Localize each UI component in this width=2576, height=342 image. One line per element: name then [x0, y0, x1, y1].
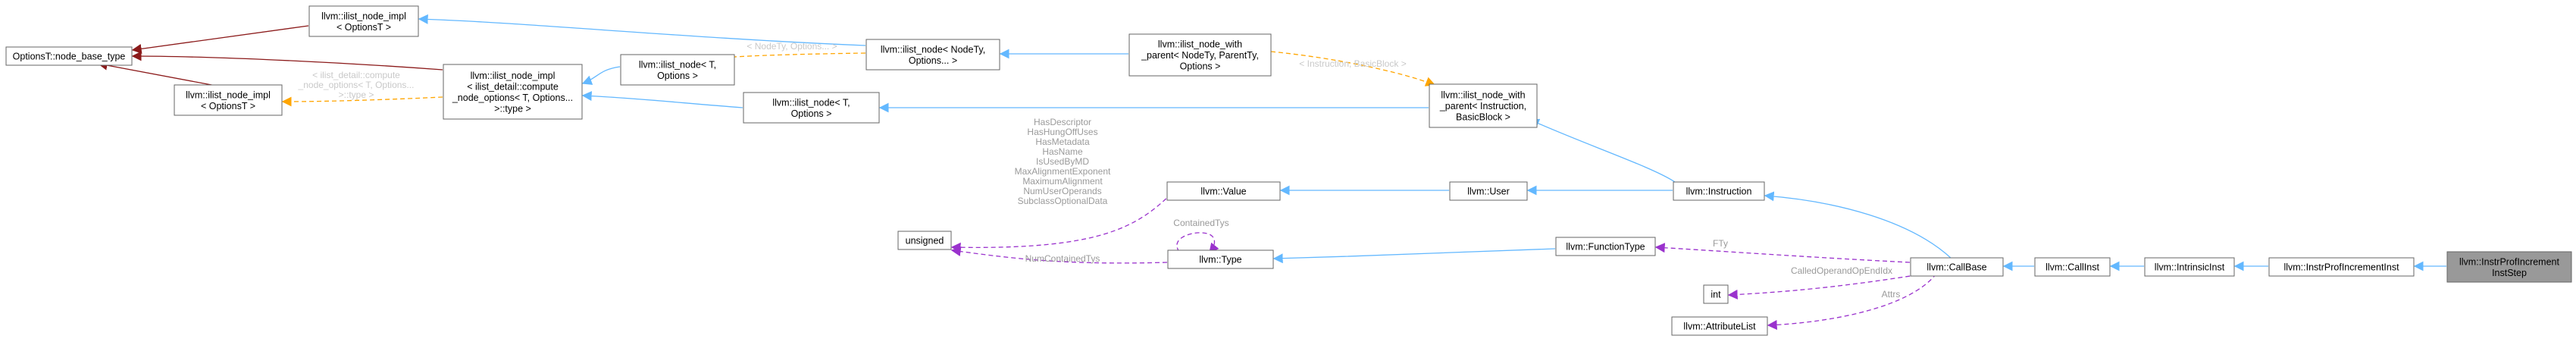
node-label-line: llvm::InstrProfIncrement [2459, 256, 2560, 267]
node-label-line: llvm::Value [1200, 187, 1246, 197]
node-label-line: _parent< NodeTy, ParentTy, [1141, 50, 1259, 61]
node-label-line: _parent< Instruction, [1439, 101, 1526, 111]
node-label-line: llvm::AttributeList [1683, 322, 1756, 332]
node-ilist-node-impl-compute[interactable]: llvm::ilist_node_impl< ilist_detail::com… [443, 64, 583, 120]
edge-callbase-to-instruction [1764, 191, 1952, 259]
edge-label-value-unsigned: IsUsedByMD [1036, 156, 1089, 167]
edge-label-compute-to-low: _node_options< T, Options... [298, 80, 415, 90]
edge-label-nodety-to-T: < NodeTy, Options... > [747, 41, 837, 52]
edge-label-type-self: ContainedTys [1173, 218, 1229, 228]
node-call-inst[interactable]: llvm::CallInst [2034, 257, 2111, 277]
edge-type-to-unsigned [950, 246, 1168, 264]
edge-type-self-loop [1176, 232, 1219, 254]
edge-label-compute-to-low: < ilist_detail::compute [312, 70, 400, 80]
node-instr-prof-increment-inst[interactable]: llvm::InstrProfIncrementInst [2268, 257, 2415, 277]
node-int[interactable]: int [1703, 284, 1729, 304]
node-unsigned[interactable]: unsigned [897, 231, 952, 250]
node-label-line: llvm::ilist_node< T, [639, 59, 716, 70]
edge-callbase-to-int [1727, 273, 1926, 300]
node-options-base[interactable]: OptionsT::node_base_type [5, 46, 133, 66]
edge-parent-generic-to-parent-inst [1270, 51, 1436, 86]
edge-label-value-unsigned: MaximumAlignment [1022, 176, 1103, 187]
edge-label-value-unsigned: NumUserOperands [1023, 186, 1101, 196]
node-label-line: InstStep [2492, 268, 2527, 278]
edge-impl-compute-to-base [131, 51, 443, 71]
node-ilist-node-with-parent-generic[interactable]: llvm::ilist_node_with_parent< NodeTy, Pa… [1128, 33, 1272, 77]
edge-callbase-to-function-type [1654, 243, 1911, 263]
node-instruction[interactable]: llvm::Instruction [1673, 181, 1765, 201]
edge-label-value-unsigned: HasDescriptor [1034, 117, 1091, 127]
edge-nodety-to-T-options [684, 52, 866, 64]
node-label-line: llvm::IntrinsicInst [2155, 262, 2225, 273]
node-label-line: Options... > [909, 55, 957, 66]
node-label-line: llvm::ilist_node_impl [186, 89, 271, 100]
edge-label-called-operand: CalledOperandOpEndIdx [1791, 265, 1892, 276]
edge-instruction-to-parent-inst [1529, 118, 1676, 183]
node-label-line: llvm::User [1467, 187, 1510, 197]
node-ilist-node-impl-low[interactable]: llvm::ilist_node_impl< OptionsT > [174, 84, 283, 116]
node-label-line: llvm::ilist_node_with [1441, 90, 1525, 101]
edge-value-to-unsigned [950, 193, 1172, 253]
edge-T-options-top-to-impl-compute [581, 66, 621, 85]
node-attribute-list[interactable]: llvm::AttributeList [1671, 316, 1768, 336]
edge-label-type-unsigned: NumContainedTys [1025, 253, 1100, 264]
edge-impl-low-to-base [97, 60, 221, 87]
node-label-line: llvm::ilist_node< NodeTy, [881, 44, 985, 55]
node-ilist-node-T-options-top[interactable]: llvm::ilist_node< T,Options > [620, 54, 735, 86]
node-value[interactable]: llvm::Value [1166, 181, 1281, 201]
node-call-base[interactable]: llvm::CallBase [1910, 257, 2004, 277]
node-user[interactable]: llvm::User [1449, 181, 1528, 201]
node-label-line: BasicBlock > [1456, 112, 1510, 123]
node-label-line: < OptionsT > [201, 101, 255, 111]
node-intrinsic-inst[interactable]: llvm::IntrinsicInst [2144, 257, 2235, 277]
edge-T-options-low-to-impl-compute [581, 91, 743, 108]
node-label-line: llvm::CallInst [2045, 262, 2099, 273]
node-label-line: >::type > [494, 103, 531, 114]
node-label-line: llvm::ilist_node_with [1158, 39, 1242, 50]
edge-nodety-to-impl-top [418, 14, 866, 46]
node-label-line: llvm::ilist_node< T, [772, 97, 850, 108]
edge-label-inst-bb: < Instruction, BasicBlock > [1299, 58, 1406, 69]
node-label-line: Options > [791, 108, 832, 119]
node-function-type[interactable]: llvm::FunctionType [1555, 237, 1656, 256]
edge-label-value-unsigned: HasName [1042, 146, 1083, 157]
node-label-line: Options > [657, 71, 698, 81]
node-ilist-node-impl-top[interactable]: llvm::ilist_node_impl< OptionsT > [308, 5, 419, 37]
node-label-line: _node_options< T, Options... [452, 93, 573, 103]
edge-function-type-to-type [1272, 248, 1556, 264]
node-label-line: llvm::FunctionType [1566, 242, 1645, 253]
node-label-line: unsigned [906, 236, 944, 246]
node-label-line: OptionsT::node_base_type [13, 52, 126, 62]
node-ilist-node-with-parent-inst[interactable]: llvm::ilist_node_with_parent< Instructio… [1429, 83, 1538, 128]
node-label-line: llvm::ilist_node_impl [471, 71, 556, 81]
edge-label-value-unsigned: SubclassOptionalData [1018, 196, 1108, 206]
node-label-line: llvm::Type [1199, 255, 1241, 265]
node-ilist-node-nodety[interactable]: llvm::ilist_node< NodeTy,Options... > [865, 39, 1000, 71]
node-label-line: < ilist_detail::compute [467, 81, 559, 92]
node-ilist-node-T-options-low[interactable]: llvm::ilist_node< T,Options > [743, 92, 880, 124]
edge-label-attrs: Attrs [1882, 289, 1901, 300]
node-label-line: llvm::Instruction [1686, 187, 1752, 197]
edge-impl-top-to-base [131, 25, 309, 54]
edge-compute-to-impl-low [281, 96, 443, 107]
node-type[interactable]: llvm::Type [1167, 249, 1274, 269]
node-label-line: llvm::CallBase [1927, 262, 1986, 273]
node-label-line: Options > [1180, 61, 1221, 72]
edge-label-value-unsigned: HasMetadata [1035, 136, 1090, 147]
edge-label-fty: FTy [1713, 238, 1728, 249]
edge-callbase-to-attribute-list [1767, 273, 1937, 330]
edge-label-value-unsigned: MaxAlignmentExponent [1015, 166, 1111, 177]
node-label-line: int [1711, 290, 1721, 300]
node-label-line: llvm::ilist_node_impl [321, 11, 406, 21]
node-label-line: < OptionsT > [336, 22, 391, 33]
edge-label-compute-to-low: >::type > [339, 89, 374, 100]
edge-label-value-unsigned: HasHungOffUses [1027, 127, 1097, 137]
node-label-line: llvm::InstrProfIncrementInst [2283, 262, 2399, 273]
